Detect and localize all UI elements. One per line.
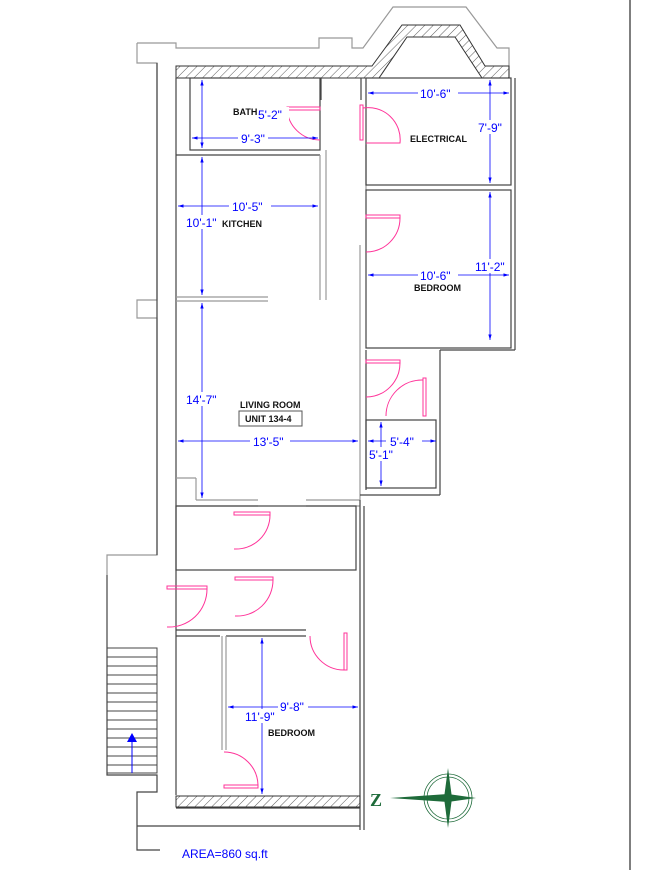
- label-electrical: ELECTRICAL: [410, 134, 467, 144]
- label-bedroom-upper: BEDROOM: [414, 283, 461, 293]
- label-living-room: LIVING ROOM: [240, 400, 301, 410]
- staircase: [106, 647, 158, 774]
- dim-bath-width: 9'-3": [241, 132, 265, 146]
- dim-living-width: 13'-5": [253, 435, 284, 449]
- dim-bedroom-upper-height: 11'-2": [475, 260, 505, 274]
- label-kitchen: KITCHEN: [222, 219, 262, 229]
- dim-bedroom-lower-width: 9'-8": [280, 700, 304, 714]
- dim-living-height: 14'-7": [186, 393, 217, 407]
- dim-closet-width: 5'-4": [390, 435, 414, 449]
- unit-label-box: [238, 410, 303, 427]
- area-label: AREA=860 sq.ft: [182, 847, 268, 861]
- dim-bath-height: 5'-2": [258, 108, 282, 122]
- dim-kitchen-height: 10'-1": [186, 216, 217, 230]
- outer-wall-outline: [106, 6, 510, 575]
- hatched-wall-bottom: [175, 795, 361, 808]
- label-bath: BATH: [233, 107, 257, 117]
- north-compass-icon: Z: [370, 768, 476, 828]
- dim-bedroom-lower-height: 11'-9": [245, 710, 275, 724]
- dim-electrical-width: 10'-6": [420, 87, 451, 101]
- label-bedroom-lower: BEDROOM: [268, 728, 315, 738]
- dimension-label-backgrounds: [182, 86, 510, 723]
- dim-kitchen-width: 10'-5": [232, 200, 263, 214]
- dimension-lines: [178, 80, 509, 794]
- hatched-wall-top: [175, 24, 510, 79]
- compass-north-letter: Z: [370, 790, 382, 810]
- dim-electrical-height: 7'-9": [478, 121, 502, 135]
- dim-bedroom-upper-width: 10'-6": [420, 269, 451, 283]
- label-unit: UNIT 134-4: [245, 414, 292, 424]
- dim-closet-height: 5'-1": [369, 448, 393, 462]
- stair-arrowhead-icon: [127, 733, 137, 742]
